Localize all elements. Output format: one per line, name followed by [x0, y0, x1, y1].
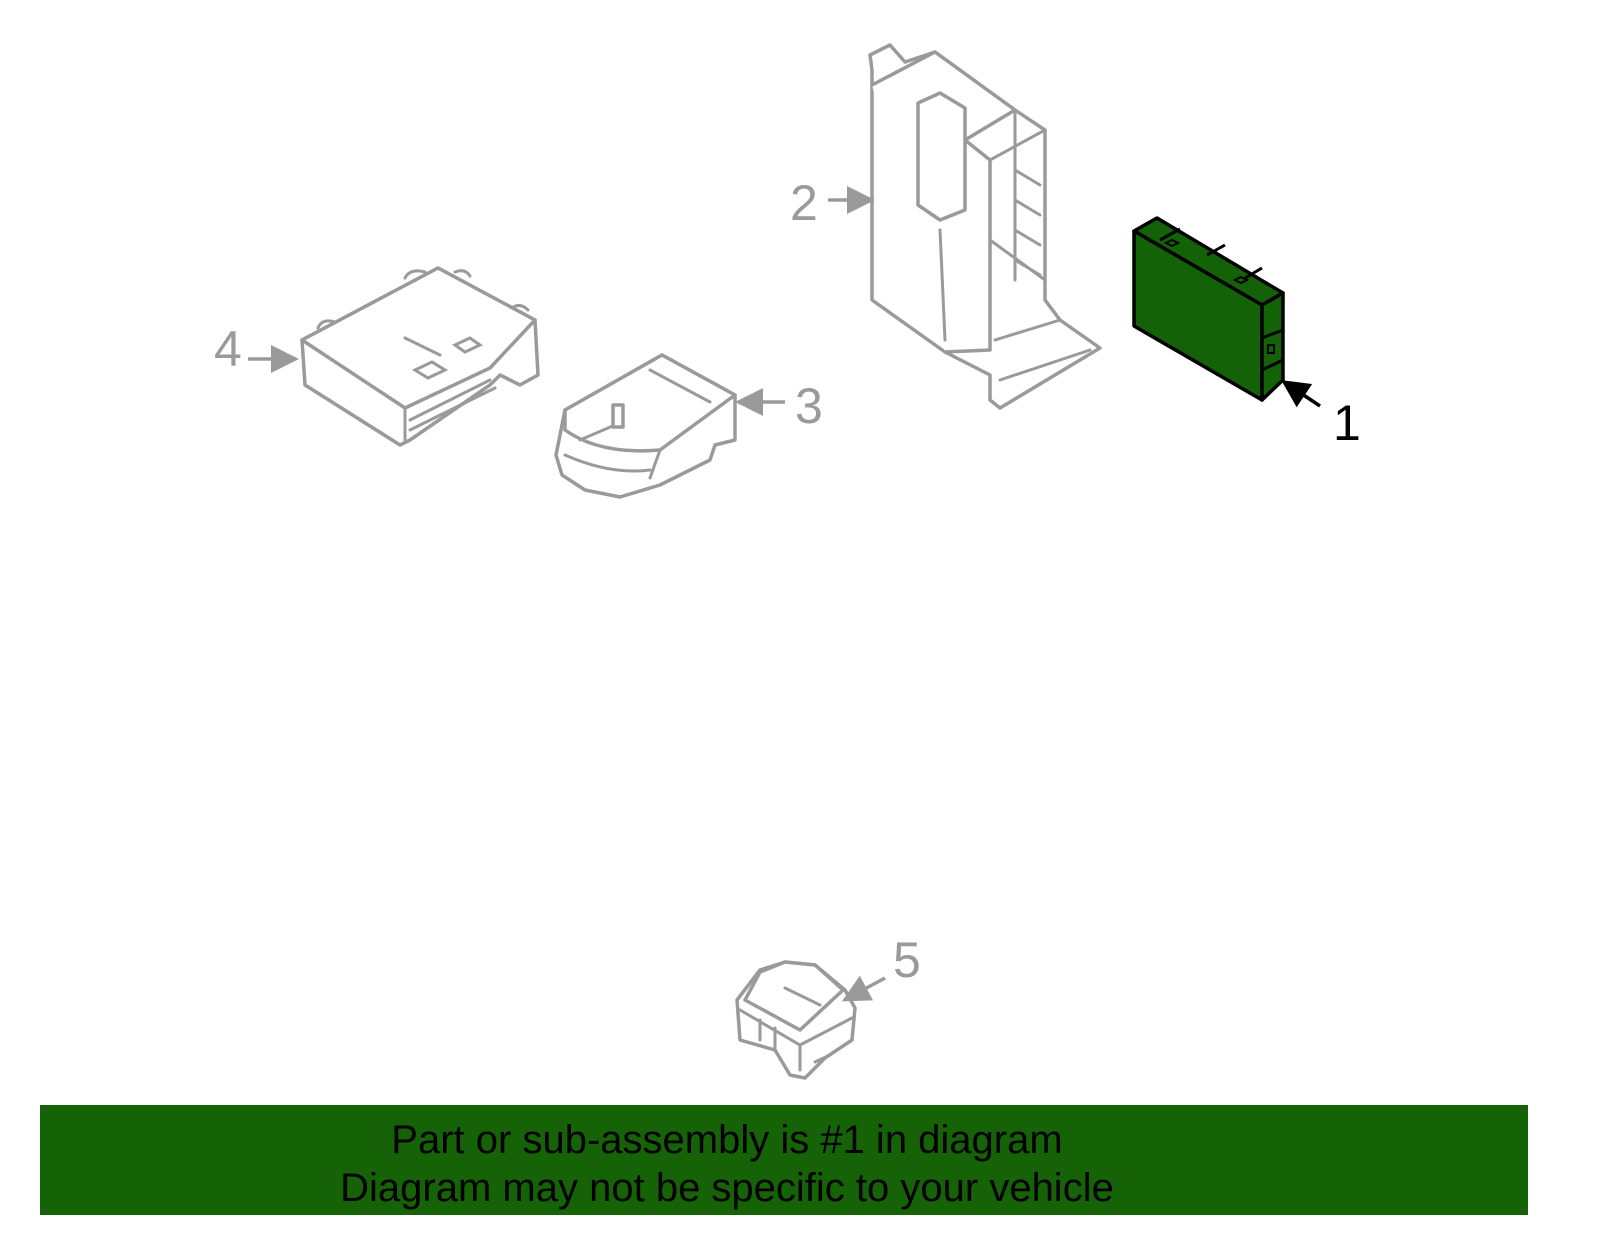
banner-line-2: Diagram may not be specific to your vehi… [340, 1166, 1114, 1210]
callout-3[interactable]: 3 [795, 378, 823, 434]
callout-5[interactable]: 5 [893, 932, 921, 988]
callout-4[interactable]: 4 [214, 321, 242, 377]
callout-arrow-1 [1281, 380, 1321, 408]
part-3-sensor[interactable] [554, 353, 737, 499]
part-4-module[interactable] [300, 266, 540, 447]
callout-2[interactable]: 2 [790, 175, 818, 231]
part-2-bracket[interactable] [868, 43, 1102, 410]
part-5-switch[interactable] [735, 960, 857, 1080]
part-1-control-module[interactable] [1132, 216, 1285, 402]
info-banner: Part or sub-assembly is #1 in diagram Di… [40, 1105, 1528, 1215]
callout-1[interactable]: 1 [1333, 395, 1361, 451]
banner-line-1: Part or sub-assembly is #1 in diagram [391, 1118, 1063, 1162]
callout-arrow-5 [841, 975, 886, 1002]
